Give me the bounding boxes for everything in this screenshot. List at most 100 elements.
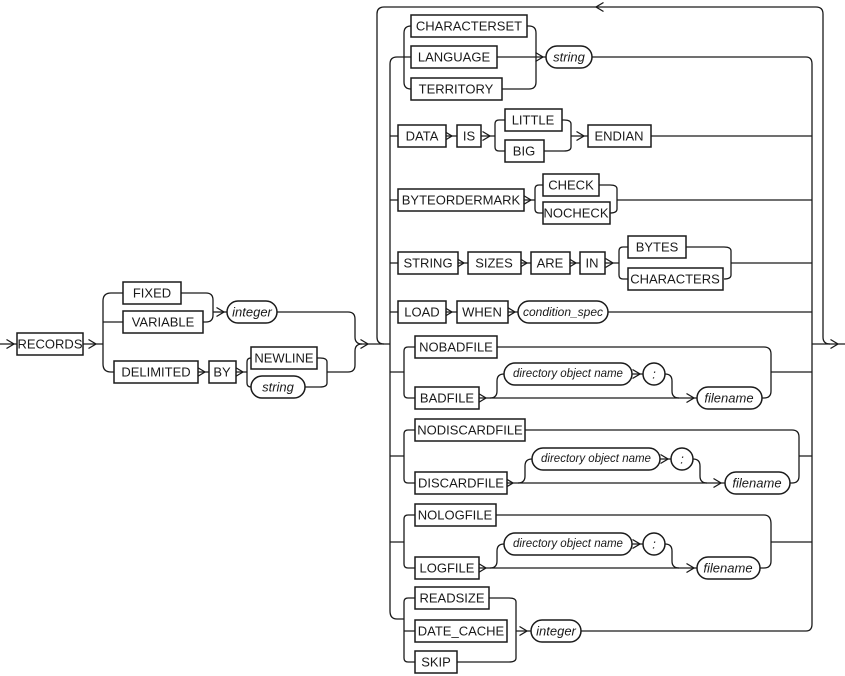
svg-text::: : <box>680 452 684 467</box>
svg-text:filename: filename <box>704 391 753 406</box>
keyword-delimited: DELIMITED <box>113 360 199 384</box>
keyword-check: CHECK <box>542 173 600 197</box>
svg-text:BY: BY <box>213 365 231 380</box>
keyword-readsize: READSIZE <box>414 586 490 610</box>
svg-text:WHEN: WHEN <box>462 305 502 320</box>
svg-text:filename: filename <box>703 561 752 576</box>
svg-text:LANGUAGE: LANGUAGE <box>418 50 491 65</box>
svg-text:directory object name: directory object name <box>513 538 623 550</box>
svg-text:CHARACTERS: CHARACTERS <box>630 272 720 287</box>
keyword-discardfile: DISCARDFILE <box>414 471 508 495</box>
svg-text::: : <box>652 367 656 382</box>
keyword-language: LANGUAGE <box>410 45 498 69</box>
svg-text:TERRITORY: TERRITORY <box>419 82 494 97</box>
variable-colon-log: : <box>642 532 666 556</box>
svg-text:BIG: BIG <box>513 144 535 159</box>
svg-text:VARIABLE: VARIABLE <box>132 315 195 330</box>
keyword-variable: VARIABLE <box>122 310 204 334</box>
keyword-in: IN <box>579 251 606 275</box>
keyword-byteordermark: BYTEORDERMARK <box>397 188 525 212</box>
keyword-bytes: BYTES <box>627 235 687 259</box>
svg-text:directory object name: directory object name <box>513 368 623 380</box>
keyword-little: LITTLE <box>504 108 563 132</box>
connector-lines <box>0 6 845 663</box>
keyword-badfile: BADFILE <box>414 386 480 410</box>
svg-text:ARE: ARE <box>537 256 564 271</box>
svg-text:string: string <box>553 50 586 65</box>
svg-text:DATA: DATA <box>406 129 439 144</box>
variable-directory-object-name-discard: directory object name <box>531 447 661 471</box>
keyword-logfile: LOGFILE <box>414 556 480 580</box>
svg-text:LOAD: LOAD <box>404 305 439 320</box>
loop-left-line <box>376 6 385 345</box>
variable-directory-object-name-bad: directory object name <box>503 362 633 386</box>
keyword-big: BIG <box>504 139 545 163</box>
loop-right-line <box>815 6 831 345</box>
svg-text:NOLOGFILE: NOLOGFILE <box>418 508 493 523</box>
svg-text:FIXED: FIXED <box>133 286 171 301</box>
svg-text:BYTES: BYTES <box>636 240 679 255</box>
keyword-characters: CHARACTERS <box>627 267 724 291</box>
keyword-data: DATA <box>397 124 447 148</box>
keyword-is: IS <box>456 124 482 148</box>
svg-text:SKIP: SKIP <box>421 655 451 670</box>
variable-filename-discard: filename <box>724 471 791 495</box>
keyword-characterset: CHARACTERSET <box>410 14 528 38</box>
svg-text:ENDIAN: ENDIAN <box>594 129 643 144</box>
collector-line <box>581 64 813 632</box>
keyword-string-kw: STRING <box>397 251 459 275</box>
svg-text:NODISCARDFILE: NODISCARDFILE <box>417 423 523 438</box>
keyword-skip: SKIP <box>414 650 458 674</box>
keyword-load: LOAD <box>397 300 447 324</box>
keyword-by: BY <box>208 360 237 384</box>
svg-text:NOCHECK: NOCHECK <box>543 206 608 221</box>
svg-text:READSIZE: READSIZE <box>419 591 484 606</box>
variable-colon-bad: : <box>642 362 666 386</box>
keyword-nologfile: NOLOGFILE <box>414 503 497 527</box>
svg-text:string: string <box>262 380 295 395</box>
svg-text:LITTLE: LITTLE <box>512 113 555 128</box>
variable-directory-object-name-log: directory object name <box>503 532 633 556</box>
variable-filename-bad: filename <box>696 386 763 410</box>
svg-text:LOGFILE: LOGFILE <box>420 561 475 576</box>
svg-text:CHARACTERSET: CHARACTERSET <box>416 19 522 34</box>
svg-text::: : <box>652 537 656 552</box>
svg-text:BADFILE: BADFILE <box>420 391 475 406</box>
keyword-nobadfile: NOBADFILE <box>414 335 498 359</box>
svg-text:condition_spec: condition_spec <box>523 305 603 319</box>
keyword-endian: ENDIAN <box>587 124 652 148</box>
svg-text:DATE_CACHE: DATE_CACHE <box>418 624 505 639</box>
keyword-territory: TERRITORY <box>410 77 503 101</box>
svg-text:integer: integer <box>232 305 272 320</box>
variable-integer: integer <box>226 300 278 324</box>
keyword-are: ARE <box>530 251 571 275</box>
svg-text:RECORDS: RECORDS <box>17 337 82 352</box>
variable-string: string <box>250 375 306 399</box>
svg-text:DELIMITED: DELIMITED <box>121 365 190 380</box>
svg-text:directory object name: directory object name <box>541 453 651 465</box>
variable-integer-readsize: integer <box>530 619 582 643</box>
variable-filename-log: filename <box>696 556 761 580</box>
svg-text:NOBADFILE: NOBADFILE <box>419 340 493 355</box>
keyword-date-cache: DATE_CACHE <box>414 619 508 643</box>
keyword-sizes: SIZES <box>467 251 522 275</box>
svg-text:IN: IN <box>586 256 599 271</box>
keyword-nocheck: NOCHECK <box>542 201 611 225</box>
variable-colon-discard: : <box>670 447 694 471</box>
keyword-fixed: FIXED <box>122 281 182 305</box>
svg-text:integer: integer <box>536 624 576 639</box>
svg-text:SIZES: SIZES <box>475 256 513 271</box>
svg-text:DISCARDFILE: DISCARDFILE <box>418 476 504 491</box>
svg-text:CHECK: CHECK <box>548 178 594 193</box>
keyword-when: WHEN <box>456 300 509 324</box>
svg-text:STRING: STRING <box>403 256 452 271</box>
variable-string-charset: string <box>545 45 593 69</box>
svg-text:BYTEORDERMARK: BYTEORDERMARK <box>402 193 521 208</box>
keyword-newline: NEWLINE <box>250 346 318 370</box>
svg-text:IS: IS <box>463 129 476 144</box>
svg-text:filename: filename <box>732 476 781 491</box>
svg-text:NEWLINE: NEWLINE <box>254 351 314 366</box>
keyword-nodiscardfile: NODISCARDFILE <box>414 418 526 442</box>
